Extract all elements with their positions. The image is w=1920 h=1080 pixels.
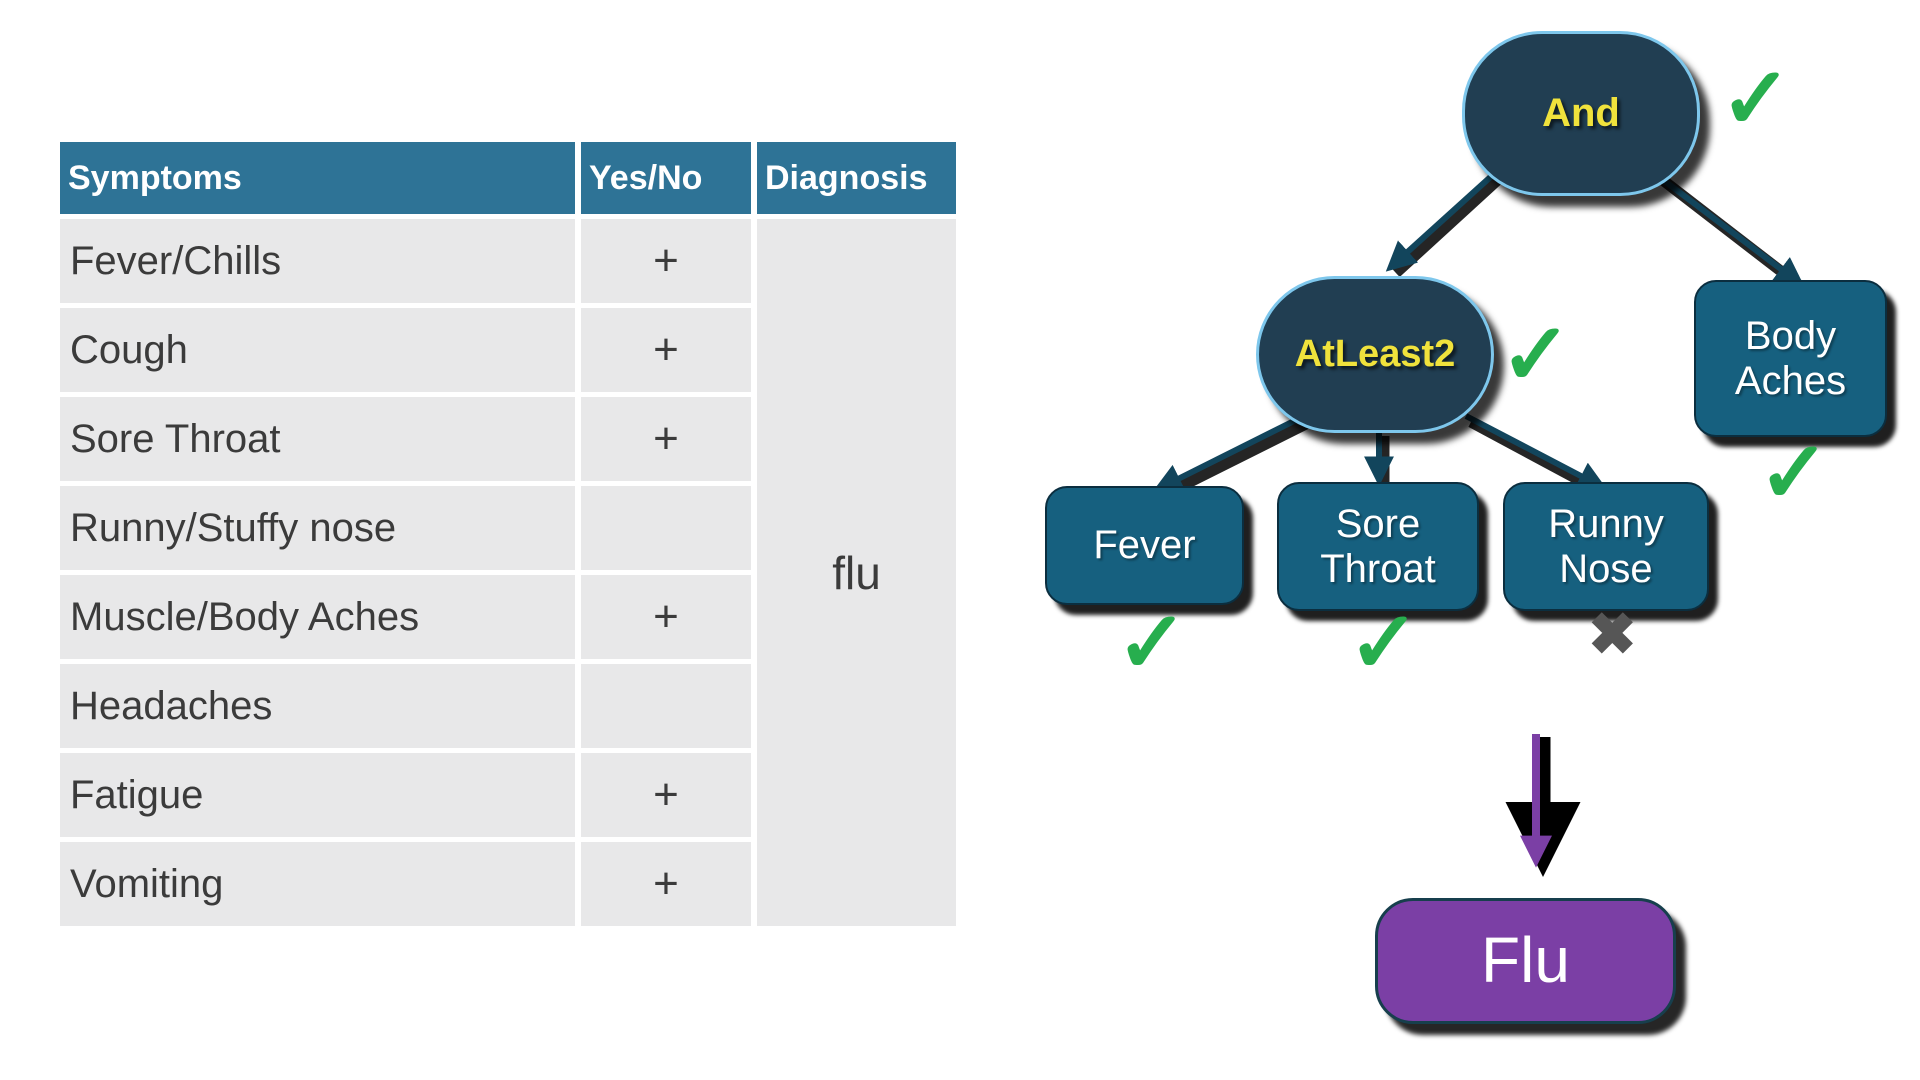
tree-node-body-aches: Body Aches: [1694, 280, 1887, 437]
table-row-value: +: [581, 397, 751, 481]
tree-node-sore-throat: Sore Throat: [1277, 482, 1479, 611]
edge-atleast2-runnynose: [1464, 413, 1608, 490]
tree-node-body-aches-label: Body Aches: [1734, 313, 1847, 403]
check-icon: ✓: [1720, 51, 1793, 147]
diagnosis-cell: flu: [757, 219, 956, 926]
table-row-symptom: Sore Throat: [60, 397, 575, 481]
tree-node-sore-throat-label: Sore Throat: [1320, 501, 1436, 591]
result-node-flu: Flu: [1375, 898, 1676, 1024]
column-header-symptoms: Symptoms: [60, 142, 575, 214]
table-row-symptom: Fever/Chills: [60, 219, 575, 303]
cross-icon: ✖: [1588, 602, 1637, 667]
edge-and-atleast2: [1385, 169, 1499, 272]
symptoms-table: Symptoms Yes/No Diagnosis flu Fever/Chil…: [60, 142, 956, 926]
check-icon: ✓: [1116, 595, 1189, 691]
table-row-symptom: Fatigue: [60, 753, 575, 837]
tree-node-and: And: [1462, 31, 1700, 196]
table-row-symptom: Headaches: [60, 664, 575, 748]
column-header-yesno: Yes/No: [581, 142, 751, 214]
tree-node-fever-label: Fever: [1093, 523, 1196, 568]
table-row-value: +: [581, 842, 751, 926]
table-row-symptom: Muscle/Body Aches: [60, 575, 575, 659]
tree-node-runny-nose-label: Runny Nose: [1548, 501, 1664, 591]
edges: [1152, 169, 1805, 492]
table-row-value: [581, 664, 751, 748]
result-node-flu-label: Flu: [1481, 924, 1570, 997]
edge-atleast2-fever: [1152, 415, 1302, 492]
column-header-diagnosis: Diagnosis: [757, 142, 956, 214]
tree-node-atleast2: AtLeast2: [1256, 276, 1494, 433]
edge-and-bodyaches: [1656, 173, 1805, 288]
table-row-symptom: Cough: [60, 308, 575, 392]
table-row-value: +: [581, 308, 751, 392]
table-row-symptom: Runny/Stuffy nose: [60, 486, 575, 570]
check-icon: ✓: [1758, 425, 1831, 521]
table-row-value: +: [581, 575, 751, 659]
check-icon: ✓: [1348, 595, 1421, 691]
tree-node-runny-nose: Runny Nose: [1503, 482, 1709, 611]
table-row-symptom: Vomiting: [60, 842, 575, 926]
tree-node-and-label: And: [1542, 91, 1620, 136]
table-row-value: [581, 486, 751, 570]
table-row-value: +: [581, 753, 751, 837]
table-row-value: +: [581, 219, 751, 303]
tree-node-fever: Fever: [1045, 486, 1244, 605]
tree-node-atleast2-label: AtLeast2: [1294, 333, 1456, 376]
check-icon: ✓: [1500, 307, 1573, 403]
